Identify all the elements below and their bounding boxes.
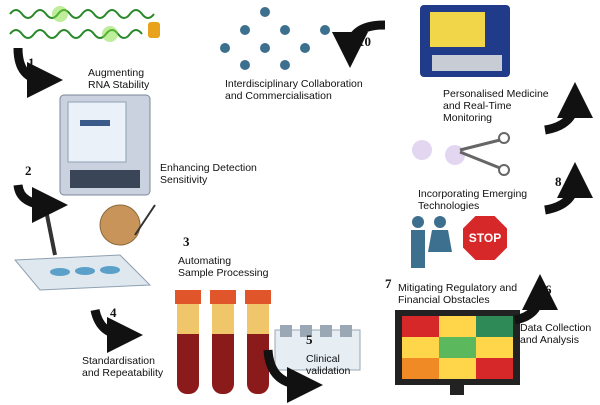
step-7-number: 7 <box>385 276 392 291</box>
step-4-number: 4 <box>110 305 117 320</box>
step-1-number: 1 <box>28 55 35 70</box>
step-10-number: 10 <box>358 34 371 49</box>
heatmap-monitor-icon <box>395 310 520 395</box>
step-9-number: 9 <box>574 92 581 107</box>
detection-instrument-icon <box>59 94 151 196</box>
arrow-4 <box>90 308 143 353</box>
arrow-8 <box>544 162 593 215</box>
sample-vials-icon <box>274 325 361 371</box>
stop-sign-text: STOP <box>469 231 501 245</box>
sample-processing-icon <box>13 204 156 291</box>
arrow-2 <box>13 184 68 223</box>
rna-strands-icon <box>9 6 160 42</box>
step-3-number: 3 <box>183 234 190 249</box>
arrow-10 <box>332 20 386 68</box>
arrow-1 <box>13 47 63 98</box>
arrow-5 <box>263 349 323 403</box>
step-5-number: 5 <box>306 332 313 347</box>
monitoring-device-icon <box>420 5 510 77</box>
people-stop-icon <box>411 214 509 268</box>
step-6-number: 6 <box>545 282 552 297</box>
step-8-number: 8 <box>555 174 562 189</box>
gene-editing-scissors-icon <box>412 132 510 176</box>
step-2-number: 2 <box>25 163 32 178</box>
collaboration-network-icon <box>220 7 330 70</box>
flow-arrows <box>13 20 593 403</box>
arrow-9 <box>544 82 593 135</box>
arrow-6 <box>513 274 558 325</box>
blood-tubes-icon <box>175 290 271 394</box>
